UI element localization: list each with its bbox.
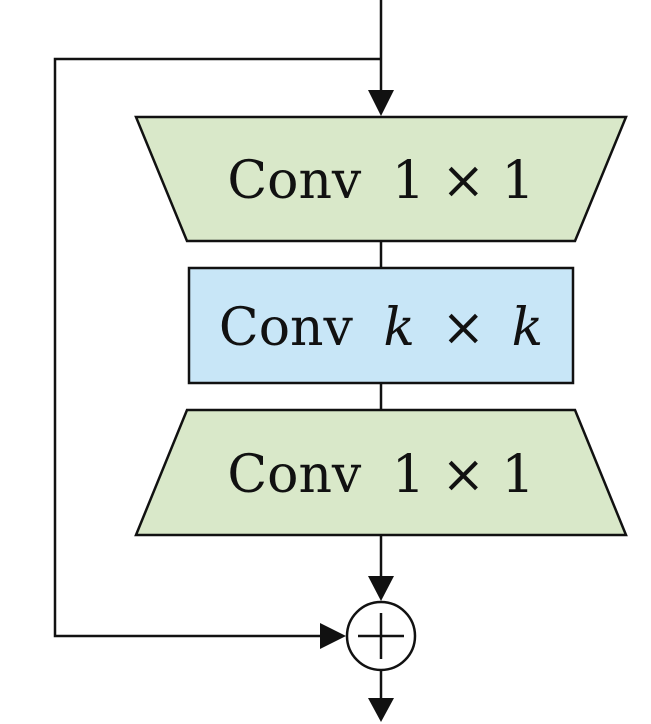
conv-spatial-label: Conv k × k — [219, 298, 543, 358]
input-arrowhead — [368, 90, 394, 116]
conv-spatial-block — [187, 266, 575, 385]
conv-reduce-label: Conv 1 × 1 — [227, 151, 534, 211]
conv-reduce-block — [134, 115, 628, 243]
output-arrowhead — [368, 698, 394, 722]
sum-input-arrowhead — [368, 576, 394, 601]
skip-arrowhead — [320, 623, 346, 649]
conv-expand-block — [134, 408, 628, 537]
conv-expand-label: Conv 1 × 1 — [227, 445, 534, 505]
skip-connection — [53, 57, 381, 638]
